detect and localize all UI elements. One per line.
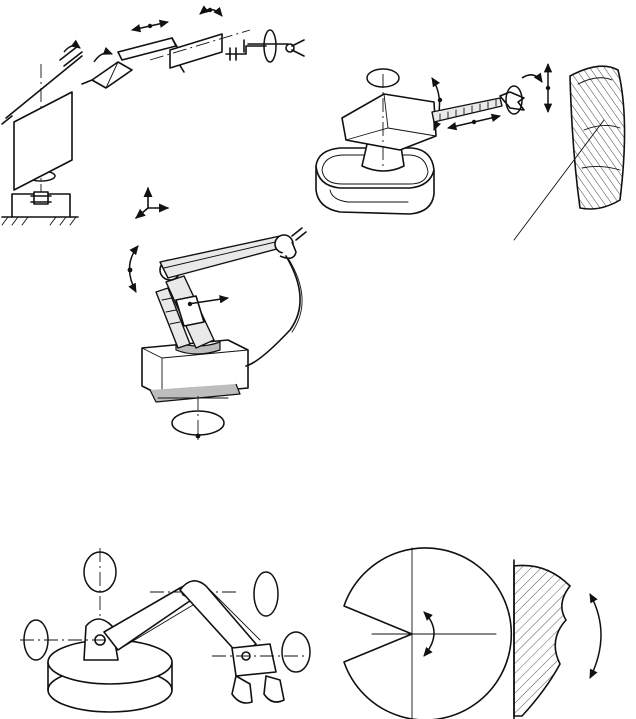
supply-cable <box>245 255 301 367</box>
wrist-tool <box>279 241 297 260</box>
workspace-sector <box>343 547 513 719</box>
forearm <box>179 580 257 657</box>
shoulder-rotation <box>23 619 49 661</box>
column-plate <box>13 91 73 191</box>
jointed-arm-model <box>20 548 311 713</box>
workspace-plan <box>343 547 513 719</box>
robot-base-block <box>141 339 249 403</box>
wrist-plate <box>169 33 223 69</box>
kinematic-scheme <box>1 5 305 226</box>
hydraulic-cylinder <box>155 287 191 349</box>
slider-link <box>117 37 177 61</box>
elbow-rotation <box>253 571 279 617</box>
gripper-left <box>231 675 253 704</box>
workpiece <box>569 65 626 210</box>
base-axis-rotation <box>83 551 117 593</box>
gripper-jaws <box>291 39 305 57</box>
spherical-robot <box>315 62 626 241</box>
ground-base <box>1 191 79 226</box>
wrist-clevis <box>231 643 277 677</box>
shoulder-arrow <box>128 245 139 293</box>
turret-rotation-arrow <box>366 68 400 88</box>
coordinate-axes <box>135 186 170 219</box>
robot-body <box>341 93 437 151</box>
articulated-robot <box>127 227 307 440</box>
workspace-section <box>513 559 602 719</box>
upper-arm <box>159 235 289 279</box>
leader-line <box>513 119 605 241</box>
reach-arrow <box>589 593 602 679</box>
gripper-right <box>263 675 285 703</box>
wrist-rotation <box>281 631 311 673</box>
sweep-arrow <box>423 611 435 657</box>
gripper-rotation-arrow <box>263 29 277 63</box>
section-hatch <box>513 564 572 717</box>
